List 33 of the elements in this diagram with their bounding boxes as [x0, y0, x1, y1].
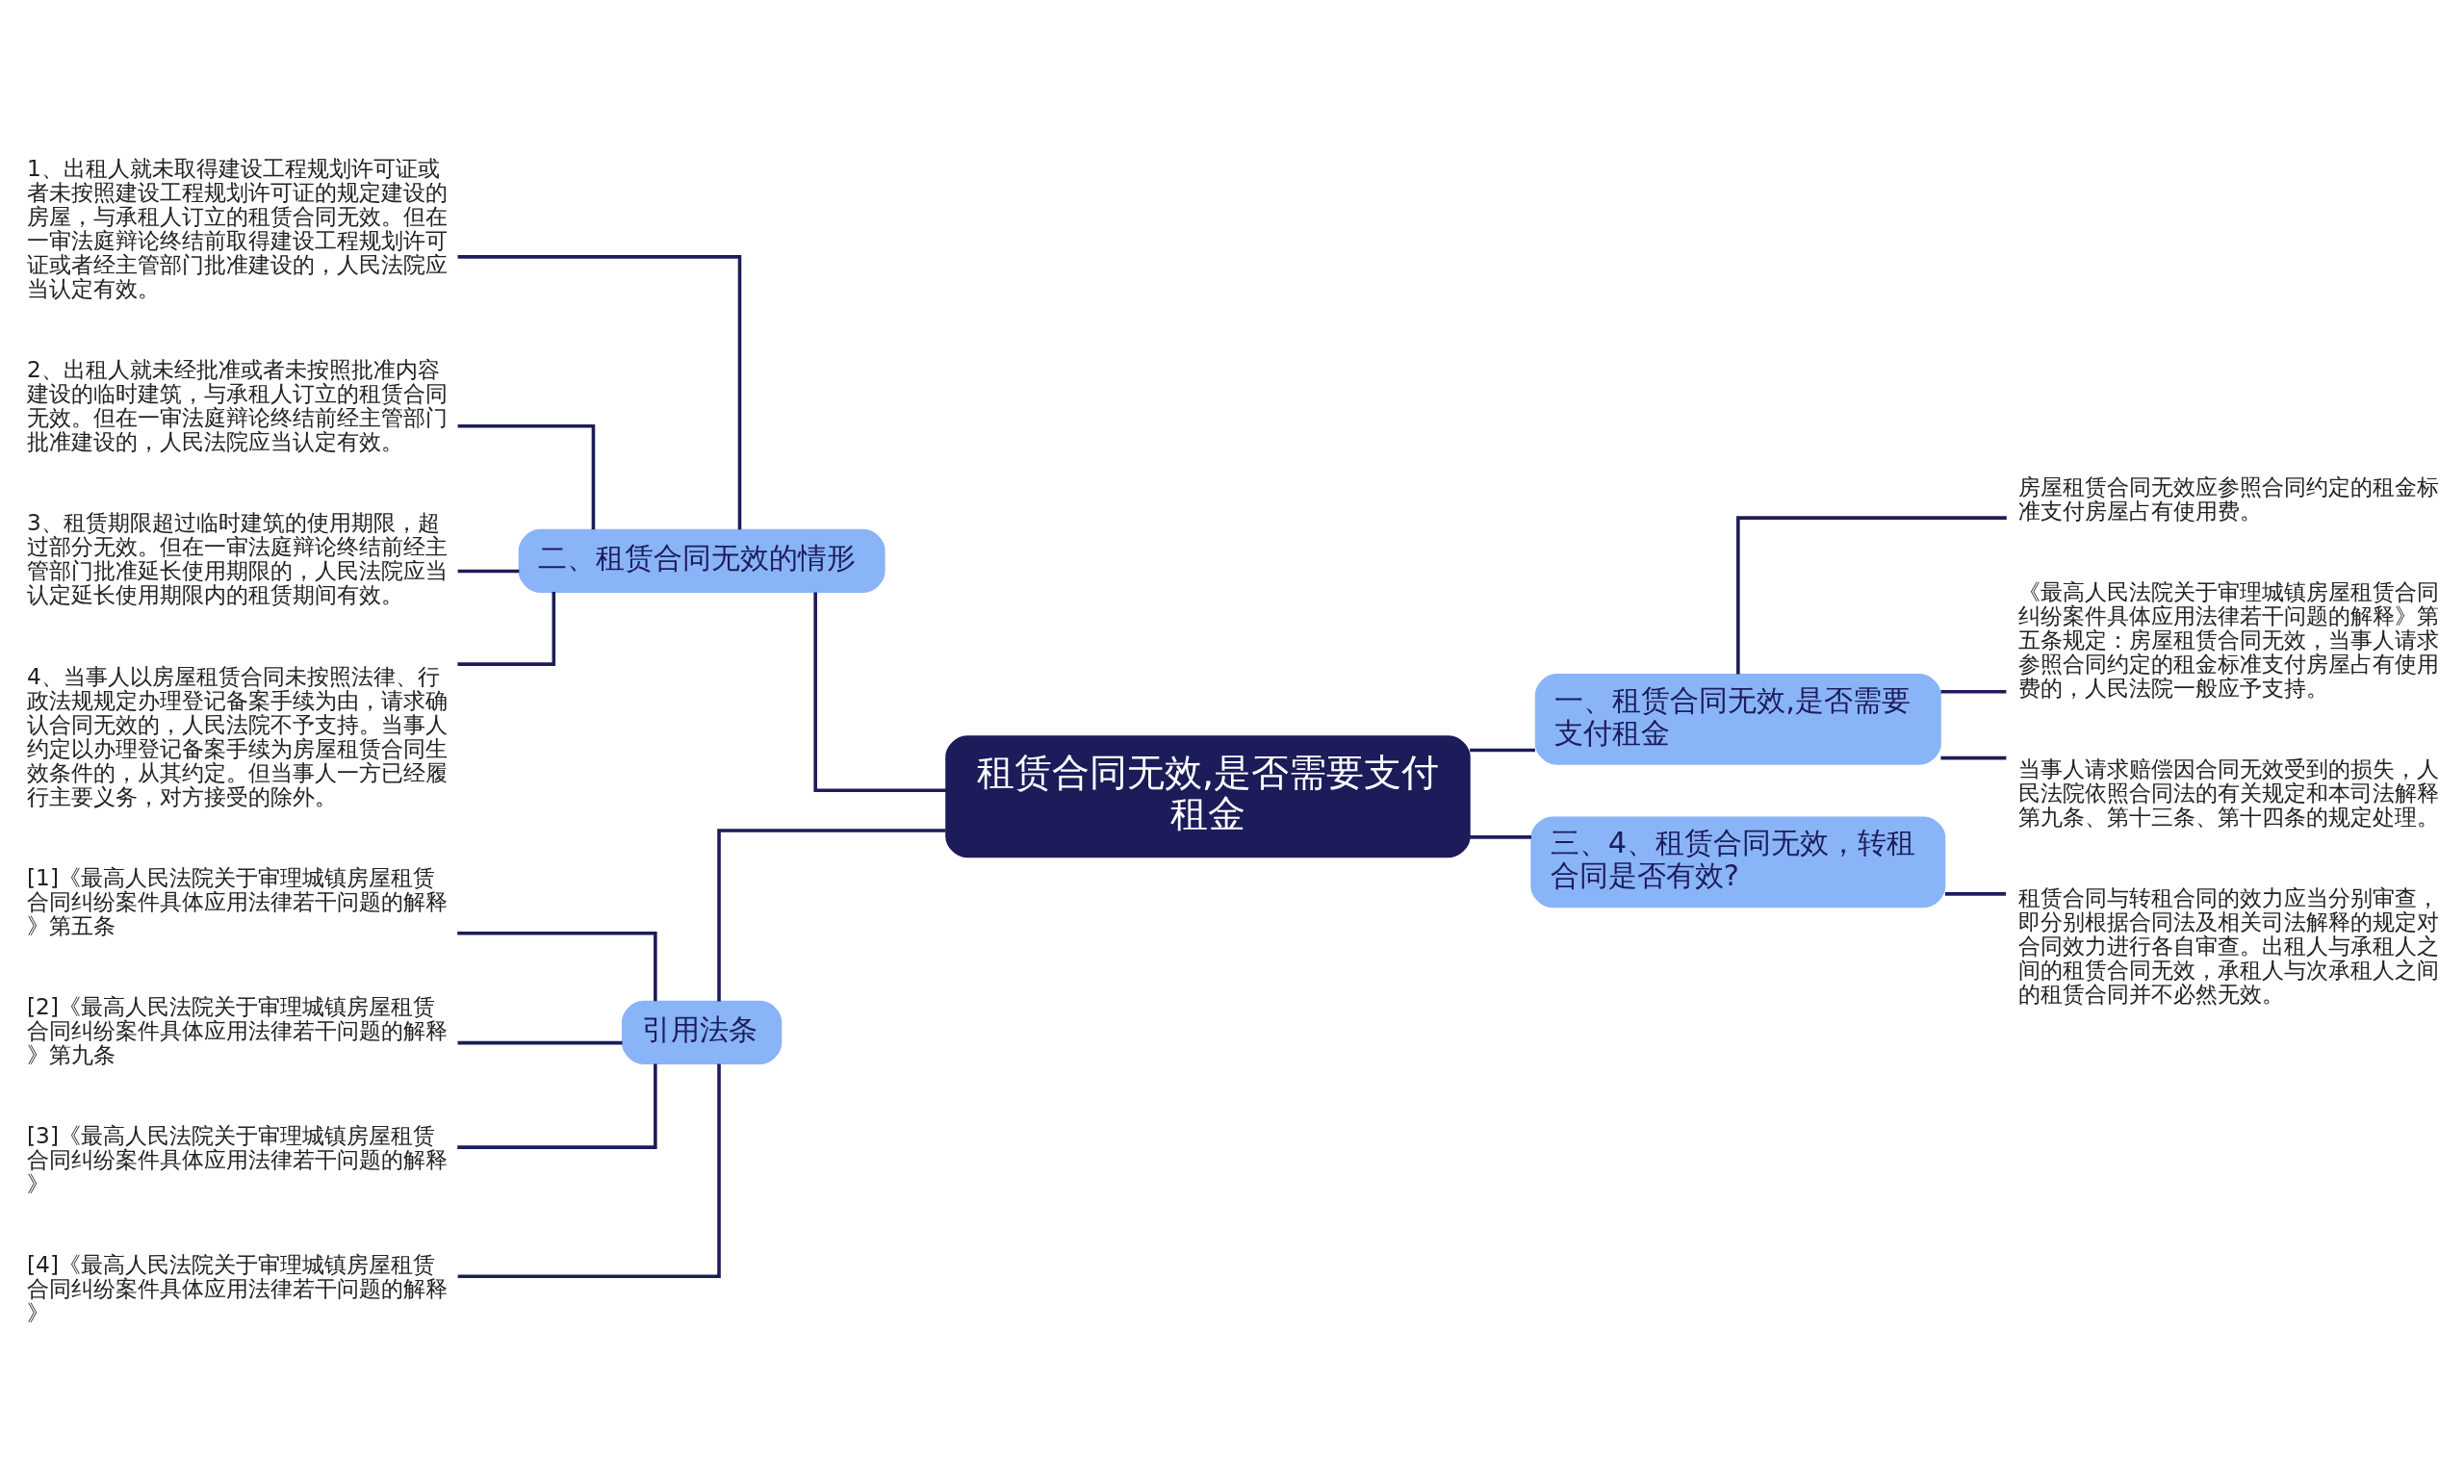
connector — [717, 828, 946, 1001]
node-text: 2、出租人就未经批准或者未按照批准内容建设的临时建筑，与承租人订立的租赁合同无效。但在一审法庭辩论终结前经主管部门批准建设的，人民法院应当认定有效。 — [27, 355, 449, 454]
node-text: 《最高人民法院关于审理城镇房屋租赁合同纠纷案件具体应用法律若干问题的解释》第五条规定：房屋租赁合同无效，当事人请求参照合同约定的租金标准支付房屋占有使用费的，人民法院一般应予支持。 — [2018, 577, 2440, 701]
connector — [457, 423, 596, 529]
connector — [457, 254, 742, 529]
node-text: 租赁合同与转租合同的效力应当分别审查，即分别根据合同法及相关司法解释的规定对合同效力进行各自审查。出租人与承租人之间的租赁合同无效，承租人与次承租人之间的租赁合同并不必然无效。 — [2018, 883, 2440, 1007]
connector — [1470, 748, 1535, 752]
node-box: 一、租赁合同无效,是否需要支付租金 — [1534, 673, 1941, 765]
node-text: 房屋租赁合同无效应参照合同约定的租金标准支付房屋占有使用费。 — [2018, 473, 2440, 524]
connector — [1736, 515, 2007, 674]
node-text: 1、出租人就未取得建设工程规划许可证或者未按照建设工程规划许可证的规定建设的房屋，与承租人订立的租赁合同无效。但在一审法庭辩论终结前取得建设工程规划许可证或者经主管部门批准建设的，人民法院应当认定有效。 — [27, 154, 449, 301]
connector — [457, 1062, 657, 1149]
node-text: 4、当事人以房屋租赁合同未按照法律、行政法规规定办理登记备案手续为由，请求确认合同无效的，人民法院不予支持。当事人约定以办理登记备案手续为房屋租赁合同生效条件的，从其约定。但当事人一方已经履行主要义务，对方接受的除外。 — [27, 662, 449, 809]
node-box: 引用法条 — [621, 1000, 783, 1064]
connector — [457, 569, 520, 573]
connector — [457, 591, 556, 666]
connector — [457, 1062, 721, 1278]
connector — [1470, 834, 1531, 839]
node-text: 3、租赁期限超过临时建筑的使用期限，超过部分无效。但在一审法庭辩论终结前经主管部门批准延长使用期限的，人民法院应当认定延长使用期限内的租赁期间有效。 — [27, 508, 449, 607]
node-box: 租赁合同无效,是否需要支付租金 — [945, 734, 1471, 857]
node-text: [2]《最高人民法院关于审理城镇房屋租赁合同纠纷案件具体应用法律若干问题的解释》第九条 — [27, 992, 449, 1067]
node-text: [4]《最高人民法院关于审理城镇房屋租赁合同纠纷案件具体应用法律若干问题的解释》 — [27, 1250, 449, 1325]
connector — [457, 1040, 623, 1044]
node-box: 二、租赁合同无效的情形 — [518, 528, 886, 593]
node-text: 当事人请求赔偿因合同无效受到的损失，人民法院依照合同法的有关规定和本司法解释第九条、第十三条、第十四条的规定处理。 — [2018, 755, 2440, 830]
connector — [457, 931, 657, 1001]
connector — [1940, 755, 2007, 759]
node-text: [3]《最高人民法院关于审理城镇房屋租赁合同纠纷案件具体应用法律若干问题的解释》 — [27, 1121, 449, 1196]
node-text: [1]《最高人民法院关于审理城镇房屋租赁合同纠纷案件具体应用法律若干问题的解释》第五条 — [27, 863, 449, 938]
connector — [1940, 689, 2007, 694]
node-box: 三、4、租赁合同无效，转租合同是否有效? — [1530, 815, 1946, 908]
connector — [813, 591, 946, 792]
connector — [1944, 891, 2007, 896]
